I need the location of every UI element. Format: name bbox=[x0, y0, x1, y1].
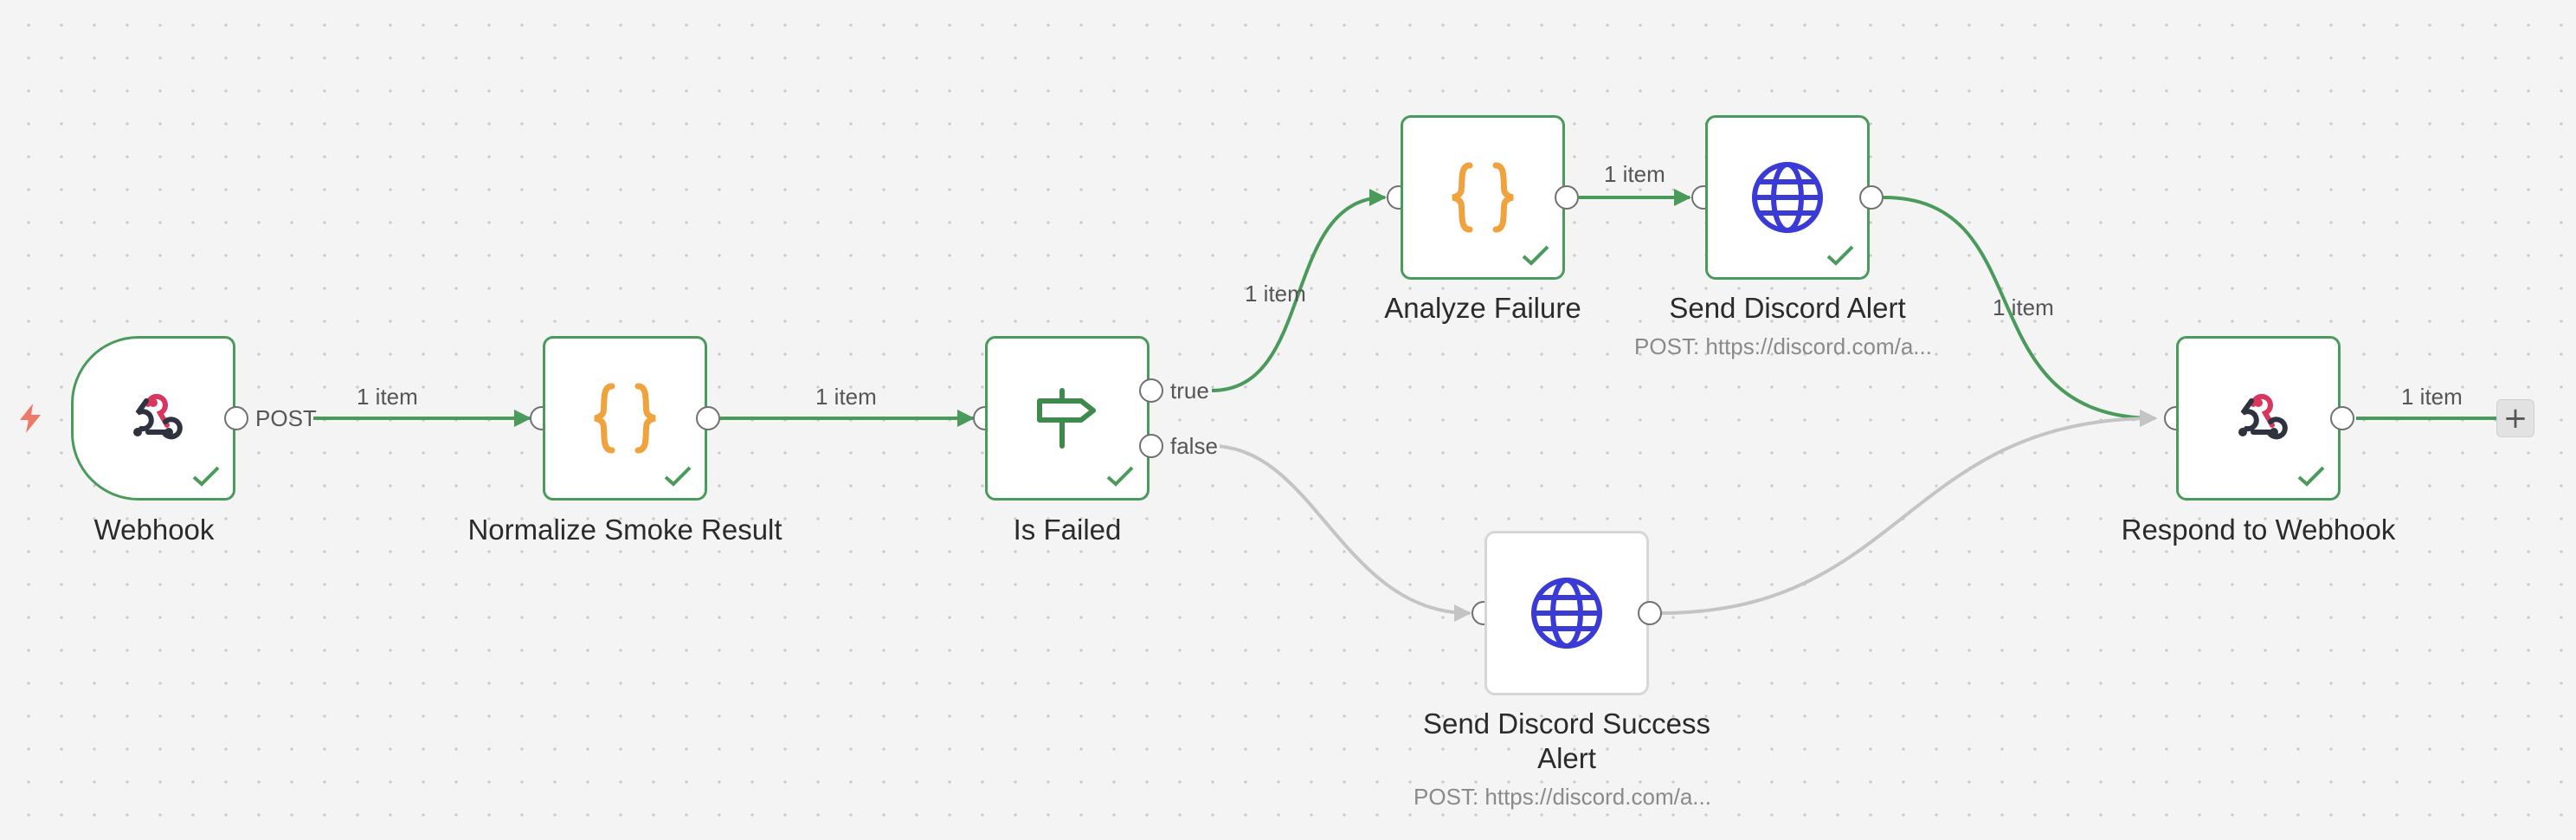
node-send-discord-success-alert[interactable] bbox=[1484, 531, 1649, 695]
node-label: Is Failed bbox=[1013, 514, 1122, 546]
success-check-icon bbox=[192, 466, 220, 487]
node-analyze-failure[interactable] bbox=[1401, 115, 1565, 280]
add-node-button[interactable]: + bbox=[2496, 399, 2534, 437]
output-port[interactable] bbox=[1638, 601, 1662, 625]
code-braces-icon bbox=[594, 383, 656, 454]
node-label: Analyze Failure bbox=[1384, 292, 1581, 324]
success-check-icon bbox=[1522, 245, 1549, 266]
edge-true-analyze[interactable] bbox=[1211, 189, 1387, 392]
node-label-line1: Send Discord Success bbox=[1423, 708, 1710, 740]
branch-label-true: true bbox=[1169, 378, 1211, 404]
webhook-icon bbox=[133, 393, 183, 440]
success-check-icon bbox=[664, 466, 692, 487]
node-webhook[interactable] bbox=[71, 336, 235, 501]
globe-icon bbox=[1531, 578, 1602, 649]
output-port[interactable] bbox=[1555, 185, 1579, 210]
node-sublabel: POST: https://discord.com/a... bbox=[1414, 784, 1711, 810]
webhook-icon bbox=[2238, 393, 2288, 440]
node-label: Send Discord Alert bbox=[1669, 292, 1906, 324]
edge-discord-respond[interactable] bbox=[1883, 196, 2157, 427]
success-check-icon bbox=[2297, 466, 2325, 487]
output-port[interactable] bbox=[224, 406, 248, 430]
node-respond-to-webhook[interactable] bbox=[2176, 336, 2341, 501]
edge-item-count: 1 item bbox=[2401, 384, 2463, 410]
node-sublabel: POST: https://discord.com/a... bbox=[1634, 333, 1932, 359]
output-port[interactable] bbox=[2330, 406, 2354, 430]
node-label: Respond to Webhook bbox=[2121, 514, 2396, 546]
port-label: POST bbox=[255, 405, 317, 431]
edge-item-count: 1 item bbox=[357, 384, 418, 410]
output-port-false[interactable] bbox=[1139, 434, 1163, 458]
edge-item-count: 1 item bbox=[815, 384, 877, 410]
output-port[interactable] bbox=[696, 406, 720, 430]
signpost-icon bbox=[1037, 388, 1096, 449]
node-is-failed[interactable] bbox=[985, 336, 1150, 501]
output-port[interactable] bbox=[1859, 185, 1884, 210]
node-label: Send Discord Success Alert bbox=[1368, 707, 1766, 776]
edge-item-count: 1 item bbox=[1245, 281, 1306, 307]
edge-item-count: 1 item bbox=[1993, 294, 2054, 320]
node-send-discord-alert[interactable] bbox=[1705, 115, 1870, 280]
node-label: Normalize Smoke Result bbox=[467, 514, 782, 546]
edge-success-respond[interactable] bbox=[1659, 410, 2157, 615]
edge-false-success[interactable] bbox=[1211, 444, 1472, 622]
branch-label-false: false bbox=[1169, 433, 1220, 459]
globe-icon bbox=[1752, 162, 1823, 233]
output-port-true[interactable] bbox=[1139, 378, 1163, 403]
node-label-line2: Alert bbox=[1537, 742, 1596, 774]
node-normalize-smoke-result[interactable] bbox=[543, 336, 707, 501]
code-braces-icon bbox=[1452, 162, 1514, 233]
edge-item-count: 1 item bbox=[1604, 161, 1665, 187]
trigger-bolt-icon bbox=[20, 404, 41, 433]
success-check-icon bbox=[1106, 466, 1134, 487]
node-label: Webhook bbox=[93, 514, 215, 546]
success-check-icon bbox=[1826, 245, 1854, 266]
